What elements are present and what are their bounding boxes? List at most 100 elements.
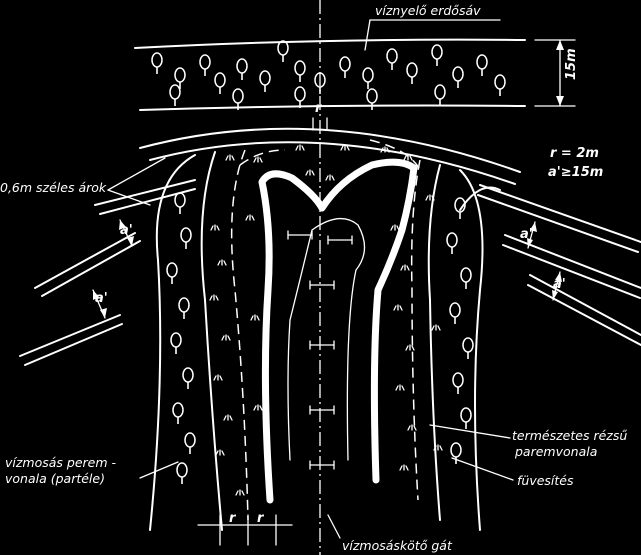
tree-icon (460, 267, 472, 289)
tree-icon (184, 432, 196, 454)
tree-icon (199, 54, 211, 76)
grass-tuft-icon (245, 214, 255, 221)
interception-ditch (139, 127, 521, 185)
grass-tuft-icon (340, 144, 350, 151)
tree-icon (494, 74, 506, 96)
grass-tuft-icon (213, 374, 223, 381)
forest-belt-label: víznyelő erdősáv (375, 3, 481, 18)
gully-bank-line (258, 158, 418, 504)
tree-icon (151, 52, 163, 74)
grass-tuft-icon (399, 464, 409, 471)
tree-icon (182, 367, 194, 389)
tree-icon (460, 407, 472, 429)
dashed-lines (230, 139, 421, 521)
check-dam-label: vízmosáskötő gát (342, 538, 453, 553)
grass-tuft-icon (325, 174, 335, 181)
width-label: 15m (564, 48, 579, 80)
a-mark-left-1: a' (120, 223, 133, 238)
belt-trees (151, 40, 506, 110)
r-value-label: r = 2m (550, 146, 599, 161)
gully-edge-label-line1: vízmosás perem - (5, 455, 117, 470)
grass-tuft-icon (253, 404, 263, 411)
gully-inner-line (287, 218, 366, 461)
tree-icon (450, 442, 462, 464)
tree-icon (174, 67, 186, 89)
grass-tuft-icon (390, 224, 400, 231)
grass-tuft-icon (400, 264, 410, 271)
tree-icon (174, 192, 186, 214)
r-mark-bottom-2: r (257, 511, 265, 526)
grass-tuft-icon (433, 444, 443, 451)
tree-icon (169, 84, 181, 106)
tree-icon (178, 297, 190, 319)
tree-icon (362, 67, 374, 89)
grass-tuft-icon (221, 334, 231, 341)
tree-icon (366, 88, 378, 110)
grass-tuft-icon (405, 344, 415, 351)
tree-icon (214, 72, 226, 94)
bottom-r-dimension: r r (197, 511, 293, 546)
grass-tuft-icon (295, 144, 305, 151)
tree-icon (406, 62, 418, 84)
a-mark-left-2: a' (95, 291, 108, 306)
grass-tuft-icon (305, 169, 315, 176)
ditch-label: 0,6m széles árok (0, 180, 107, 195)
natural-slope-label-line1: természetes rézsű (512, 428, 627, 443)
gully-outer-edge (149, 154, 484, 531)
tree-icon (449, 302, 461, 324)
grass-tuft-icon (407, 424, 417, 431)
tree-icon (180, 227, 192, 249)
tree-icon (452, 66, 464, 88)
tree-icon (386, 48, 398, 70)
tree-icon (454, 197, 466, 219)
grass-tuft-icon (235, 489, 245, 496)
grass-tuft-icon (393, 304, 403, 311)
grass-tuft-icon (395, 384, 405, 391)
grass-tuft-icon (225, 154, 235, 161)
a-mark-right-1: a' (520, 227, 533, 242)
right-terraces: a' a' (459, 184, 641, 346)
grass-tuft-icon (253, 156, 263, 163)
tree-icon (277, 40, 289, 62)
tree-icon (236, 58, 248, 80)
forest-belt (134, 38, 526, 111)
tree-icon (232, 88, 244, 110)
side-trees (166, 192, 474, 484)
grass-tuft-icon (403, 154, 413, 161)
tree-icon (170, 332, 182, 354)
a-value-label: a'≥15m (548, 165, 603, 180)
r-mark-top: r (315, 101, 323, 116)
tree-icon (452, 372, 464, 394)
tree-icon (339, 56, 351, 78)
check-dams (287, 230, 353, 470)
grass-tuft-icon (250, 314, 260, 321)
grass-tuft-icon (380, 146, 390, 153)
tree-icon (462, 337, 474, 359)
gully-edge-label-line2: vonala (partéle) (5, 471, 105, 486)
r-mark-bottom-1: r (229, 511, 237, 526)
tree-icon (294, 86, 306, 108)
grassing-label: füvesítés (517, 473, 574, 488)
grass-tuft-icon (210, 224, 220, 231)
width-dimension: 15m (534, 39, 579, 107)
tree-icon (476, 54, 488, 76)
tree-icon (259, 70, 271, 92)
grass-tuft-icon (223, 414, 233, 421)
grass-tuft-icon (431, 324, 441, 331)
tree-icon (434, 84, 446, 106)
left-terraces: a' a' (19, 179, 196, 366)
grass-tufts (209, 144, 443, 496)
tree-icon (446, 232, 458, 254)
tree-icon (294, 60, 306, 82)
tree-icon (172, 402, 184, 424)
tree-icon (166, 262, 178, 284)
tree-band-edges (200, 151, 441, 531)
grass-tuft-icon (425, 194, 435, 201)
a-mark-right-2: a' (553, 277, 566, 292)
grass-tuft-icon (215, 449, 225, 456)
natural-slope-label-line2: paremvonala (514, 444, 597, 459)
grass-tuft-icon (209, 294, 219, 301)
grass-tuft-icon (217, 259, 227, 266)
tree-icon (431, 44, 443, 66)
